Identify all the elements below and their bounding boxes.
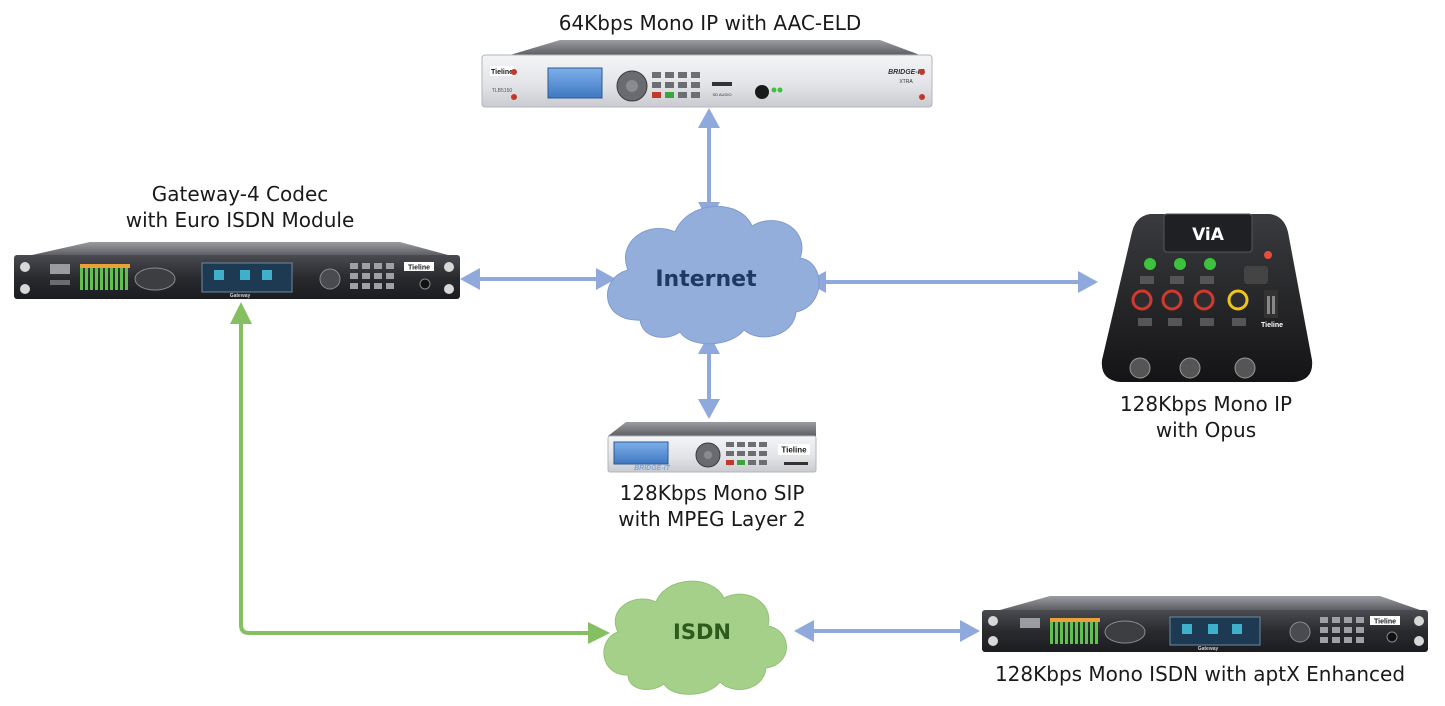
- bridge-xtra-sublabel: XTRA: [899, 79, 913, 85]
- gateway-right-brand: Tieline: [1374, 619, 1396, 626]
- bridge-xtra-keypad: [652, 72, 700, 98]
- via-caption-line2: with Opus: [1155, 418, 1257, 442]
- gateway-left-device: Tieline Gateway: [14, 242, 460, 299]
- bridge-xtra-sd: SD AUDIO: [712, 92, 731, 97]
- bridge-caption-line1: 128Kbps Mono SIP: [619, 481, 805, 505]
- bridge-caption: 128Kbps Mono SIP with MPEG Layer 2: [562, 480, 862, 532]
- bridge-xtra-label: BRIDGE-IT: [888, 69, 925, 76]
- keypad-right: [1320, 617, 1364, 643]
- gateway-left-brand: Tieline: [408, 265, 430, 272]
- link-internet-via: [806, 271, 1098, 293]
- link-internet-bridge: [698, 334, 720, 419]
- gateway-right-label: Gateway: [1198, 646, 1219, 652]
- bridge-it-device: BRIDGE-IT Tieline: [607, 422, 817, 473]
- isdn-label: ISDN: [673, 620, 731, 644]
- via-caption-line1: 128Kbps Mono IP: [1119, 392, 1293, 416]
- bridge-label: BRIDGE-IT: [634, 465, 671, 472]
- bridge-caption-line2: with MPEG Layer 2: [618, 507, 806, 531]
- bridge-it-xtra-device: Tieline TLB5150 SD AUDIO: [481, 40, 933, 108]
- level-meters: [80, 264, 130, 290]
- gateway-left-caption-line1: Gateway-4 Codec: [151, 182, 329, 206]
- via-caption: 128Kbps Mono IP with Opus: [1056, 391, 1356, 443]
- bridge-xtra-brand: Tieline: [491, 69, 513, 76]
- link-gateway-internet: [460, 268, 616, 290]
- via-controls: [1129, 251, 1278, 379]
- via-device: ViA: [1101, 213, 1313, 382]
- link-gateway-isdn: [230, 302, 610, 644]
- link-bridge-xtra-internet: [698, 108, 720, 222]
- bridge-brand: Tieline: [781, 446, 807, 455]
- via-logo: ViA: [1192, 225, 1225, 245]
- bridge-xtra-model: TLB5150: [492, 88, 513, 94]
- gateway-left-caption-line2: with Euro ISDN Module: [125, 208, 355, 232]
- gateway-left-caption: Gateway-4 Codec with Euro ISDN Module: [90, 181, 390, 233]
- internet-label: Internet: [655, 267, 757, 292]
- gateway-left-label: Gateway: [230, 293, 251, 299]
- gateway-right-caption: 128Kbps Mono ISDN with aptX Enhanced: [994, 662, 1406, 686]
- via-brand: Tieline: [1261, 322, 1283, 329]
- level-meters-right: [1050, 618, 1100, 644]
- isdn-cloud: [603, 580, 787, 695]
- keypad: [350, 263, 394, 289]
- gateway-right-device: Tieline Gateway: [982, 596, 1428, 652]
- bridge-keypad: [726, 442, 767, 465]
- internet-cloud: [606, 205, 820, 345]
- bridge-xtra-caption: 64Kbps Mono IP with AAC-ELD: [558, 11, 862, 35]
- link-isdn-gateway-right: [794, 620, 980, 642]
